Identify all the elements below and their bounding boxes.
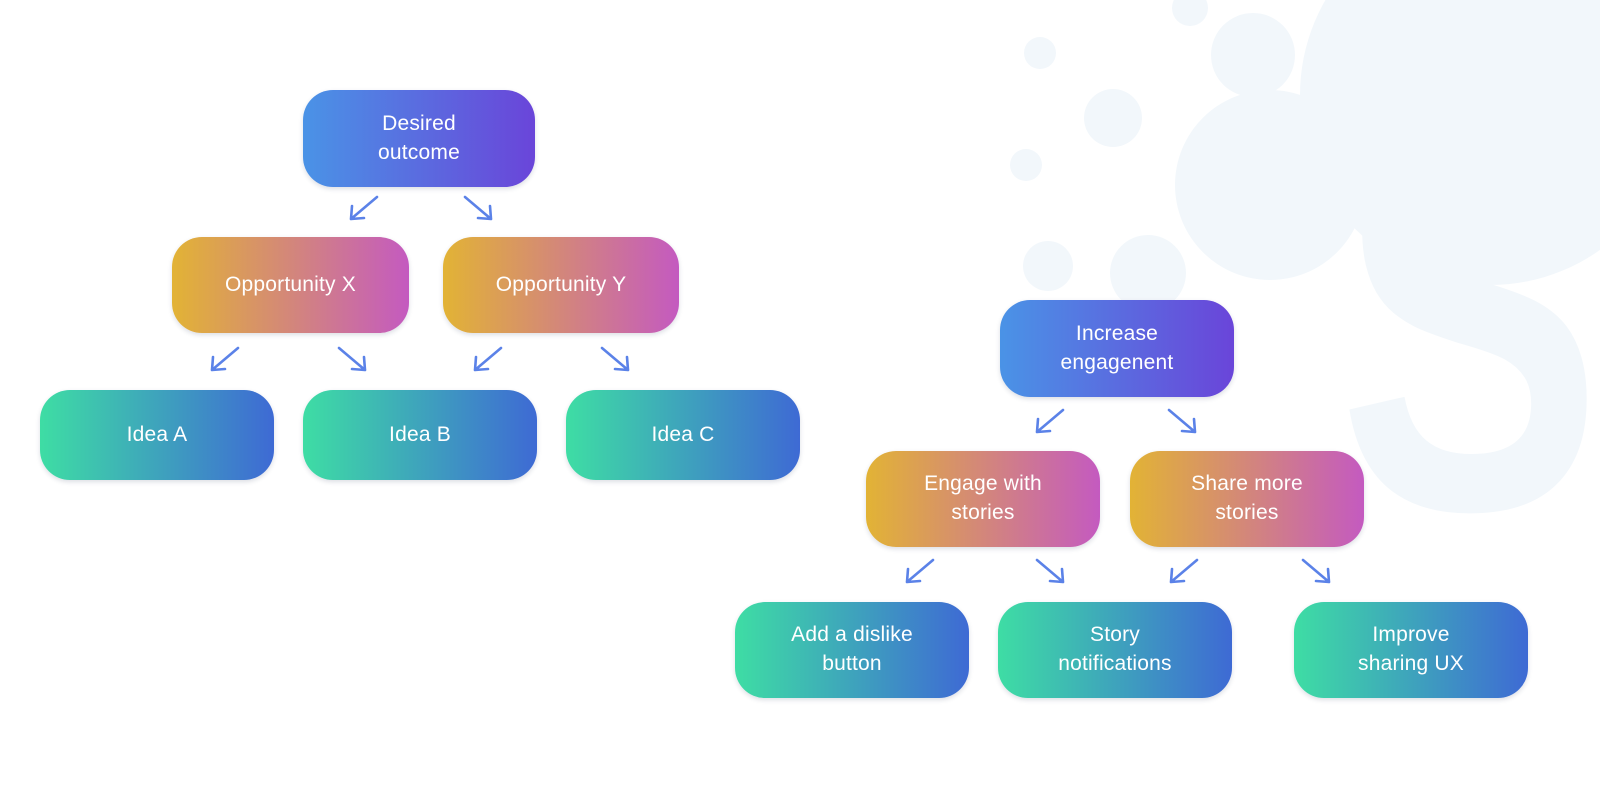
arrow-desired-to-opportunity-y — [460, 193, 500, 227]
arrow-desired-to-opportunity-x — [342, 193, 382, 227]
arrow-increase-to-share — [1164, 406, 1204, 440]
node-engage-with-stories: Engage with stories — [866, 451, 1100, 547]
arrow-opportunity-x-to-idea-b — [334, 344, 374, 378]
arrow-share-to-improve-sharing — [1298, 556, 1338, 590]
node-idea-c: Idea C — [566, 390, 800, 480]
node-idea-b: Idea B — [303, 390, 537, 480]
watermark-dot — [1023, 241, 1073, 291]
arrow-opportunity-y-to-idea-c — [597, 344, 637, 378]
node-add-dislike-button: Add a dislike button — [735, 602, 969, 698]
arrow-opportunity-x-to-idea-a — [203, 344, 243, 378]
node-idea-a: Idea A — [40, 390, 274, 480]
node-opportunity-y: Opportunity Y — [443, 237, 679, 333]
watermark-dot — [1084, 89, 1142, 147]
arrow-engage-to-dislike-button — [898, 556, 938, 590]
watermark-dot — [1010, 149, 1042, 181]
arrow-increase-to-engage — [1028, 406, 1068, 440]
watermark-dot — [1024, 37, 1056, 69]
node-share-more-stories: Share more stories — [1130, 451, 1364, 547]
watermark-blob-medium — [1175, 90, 1365, 280]
arrow-engage-to-story-notifications — [1032, 556, 1072, 590]
node-desired-outcome: Desired outcome — [303, 90, 535, 187]
node-increase-engagement: Increase engagenent — [1000, 300, 1234, 397]
arrow-share-to-story-notifications — [1162, 556, 1202, 590]
node-improve-sharing-ux: Improve sharing UX — [1294, 602, 1528, 698]
watermark-dot — [1110, 235, 1186, 311]
arrow-opportunity-y-to-idea-b — [466, 344, 506, 378]
node-opportunity-x: Opportunity X — [172, 237, 409, 333]
watermark-letter-s: S — [1338, 10, 1600, 625]
watermark-dot — [1211, 13, 1295, 97]
node-story-notifications: Story notifications — [998, 602, 1232, 698]
watermark-dot — [1172, 0, 1208, 26]
